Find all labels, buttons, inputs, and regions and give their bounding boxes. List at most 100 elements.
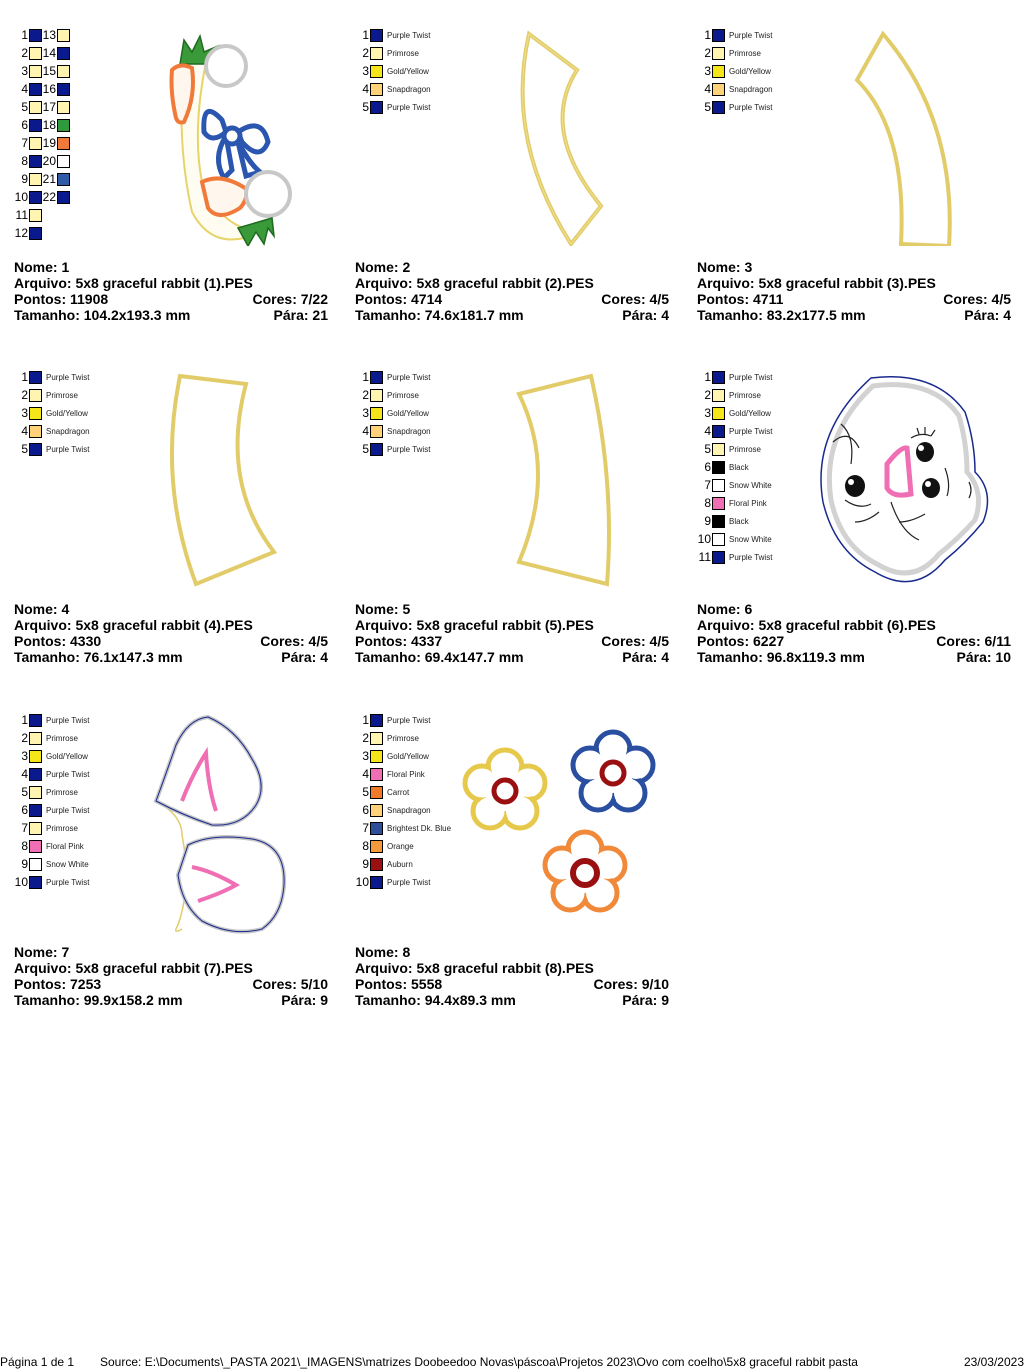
design-name: Nome: 7: [14, 944, 70, 960]
color-index: 5: [21, 785, 28, 799]
color-index: 17: [42, 100, 56, 114]
design-file: Arquivo: 5x8 graceful rabbit (6).PES: [697, 617, 936, 633]
color-name: Primrose: [729, 444, 762, 454]
stop-count: Pára: 10: [956, 649, 1011, 665]
color-name: Purple Twist: [46, 444, 90, 454]
color-count: Cores: 4/5: [260, 633, 328, 649]
color-swatch-row: 5: [14, 98, 42, 116]
color-swatch: [370, 857, 383, 871]
color-swatch: [29, 839, 42, 853]
color-swatch: [370, 82, 383, 96]
color-index: 16: [42, 82, 56, 96]
design-file: Arquivo: 5x8 graceful rabbit (8).PES: [355, 960, 594, 976]
color-swatch: [370, 785, 383, 799]
color-swatch: [29, 136, 42, 150]
color-swatch: [29, 190, 42, 204]
color-index: 2: [362, 731, 369, 745]
color-name: Snow White: [46, 859, 89, 869]
color-name: Purple Twist: [387, 30, 431, 40]
color-swatch: [57, 172, 70, 186]
color-name: Purple Twist: [729, 372, 773, 382]
color-name: Purple Twist: [387, 102, 431, 112]
color-swatch: [57, 154, 70, 168]
color-swatch: [370, 713, 383, 727]
design-name: Nome: 4: [14, 601, 70, 617]
color-swatch: [29, 875, 42, 889]
color-index: 5: [704, 442, 711, 456]
color-swatch-row: 4 Snapdragon: [14, 422, 90, 440]
color-index: 4: [362, 82, 369, 96]
color-index: 5: [362, 442, 369, 456]
print-date: 23/03/2023: [963, 1355, 1024, 1369]
color-swatch-row: 17: [42, 98, 70, 116]
design-size: Tamanho: 99.9x158.2 mm: [14, 992, 183, 1008]
design-file: Arquivo: 5x8 graceful rabbit (1).PES: [14, 275, 253, 291]
design-file: Arquivo: 5x8 graceful rabbit (5).PES: [355, 617, 594, 633]
design-preview-1: [169, 33, 292, 246]
color-swatch-row: 20: [42, 152, 70, 170]
color-swatch: [57, 136, 70, 150]
color-swatch: [370, 424, 383, 438]
color-swatch: [29, 749, 42, 763]
page-footer: Página 1 de 1 Source: E:\Documents\_PAST…: [0, 1354, 1024, 1370]
color-index: 4: [21, 424, 28, 438]
color-name: Floral Pink: [729, 498, 767, 508]
design-info: Nome: 4 Arquivo: 5x8 graceful rabbit (4)…: [14, 601, 328, 665]
color-swatch: [712, 388, 725, 402]
color-index: 15: [42, 64, 56, 78]
color-swatch: [29, 118, 42, 132]
stop-count: Pára: 4: [964, 307, 1011, 323]
color-index: 10: [697, 532, 711, 546]
color-swatch: [57, 118, 70, 132]
color-swatch: [712, 424, 725, 438]
color-swatch: [712, 64, 725, 78]
color-swatch: [29, 713, 42, 727]
color-index: 5: [362, 100, 369, 114]
color-swatch: [712, 370, 725, 384]
stop-count: Pára: 4: [622, 307, 669, 323]
color-index: 7: [362, 821, 369, 835]
color-index: 3: [362, 749, 369, 763]
color-name: Gold/Yellow: [46, 408, 88, 418]
color-name: Floral Pink: [387, 769, 425, 779]
color-name: Purple Twist: [729, 426, 773, 436]
color-name: Snow White: [729, 480, 772, 490]
color-swatch: [712, 532, 725, 546]
color-name: Purple Twist: [387, 715, 431, 725]
design-preview-2: [520, 30, 604, 246]
color-name: Purple Twist: [46, 769, 90, 779]
color-index: 7: [21, 136, 28, 150]
color-swatch: [712, 478, 725, 492]
color-swatch-row: 21: [42, 170, 70, 188]
color-swatch: [29, 64, 42, 78]
color-name: Snapdragon: [46, 426, 90, 436]
stop-count: Pára: 9: [281, 992, 328, 1008]
color-index: 1: [362, 370, 369, 384]
color-swatch: [370, 875, 383, 889]
color-swatch-row: 15: [42, 62, 70, 80]
color-swatch-row: 11: [14, 206, 42, 224]
color-name: Gold/Yellow: [729, 408, 771, 418]
color-index: 3: [21, 64, 28, 78]
color-swatch-row: 19: [42, 134, 70, 152]
color-index: 14: [42, 46, 56, 60]
